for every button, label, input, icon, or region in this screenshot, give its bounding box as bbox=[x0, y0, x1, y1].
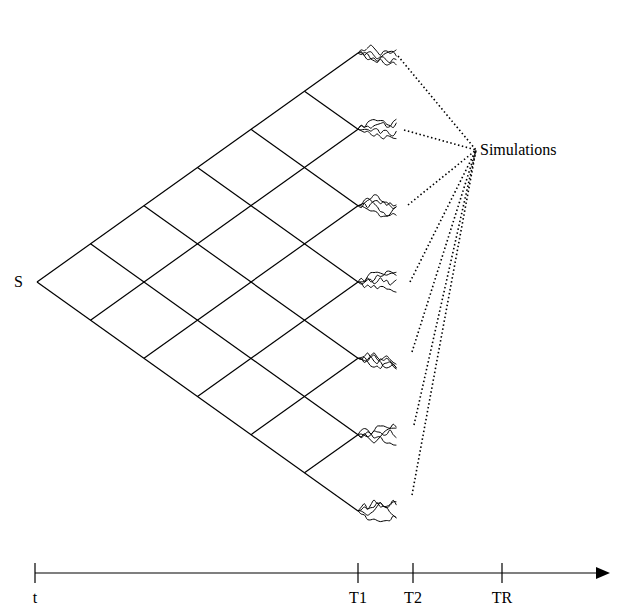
simulation-path bbox=[358, 500, 396, 511]
simulation-path bbox=[358, 119, 396, 129]
simulation-path bbox=[358, 51, 396, 61]
simulation-path bbox=[358, 195, 396, 209]
simulation-path bbox=[358, 278, 396, 285]
axis-label: t bbox=[33, 589, 37, 607]
root-label: S bbox=[14, 273, 23, 291]
simulation-path bbox=[358, 424, 396, 434]
leader-lines bbox=[398, 56, 476, 495]
leader-line bbox=[398, 56, 476, 150]
simulation-path bbox=[358, 353, 396, 364]
binomial-lattice bbox=[37, 53, 358, 511]
simulation-path bbox=[358, 52, 396, 63]
lattice-line bbox=[198, 168, 359, 283]
lattice-line bbox=[251, 358, 358, 434]
axis-label: T1 bbox=[349, 589, 367, 607]
simulation-path bbox=[358, 45, 396, 55]
simulation-path bbox=[358, 271, 396, 282]
leader-line bbox=[410, 150, 476, 282]
leader-line bbox=[412, 150, 476, 495]
axis-tick bbox=[357, 563, 358, 583]
time-axis bbox=[35, 563, 610, 583]
lattice-line bbox=[37, 53, 358, 282]
lattice-line bbox=[305, 91, 359, 129]
simulation-path bbox=[358, 198, 396, 216]
axis-tick bbox=[501, 563, 502, 583]
simulation-path bbox=[358, 272, 396, 282]
simulation-path bbox=[358, 432, 396, 445]
lattice-line bbox=[91, 129, 359, 320]
leader-line bbox=[408, 150, 476, 205]
simulation-paths bbox=[358, 45, 396, 521]
axis-line bbox=[35, 572, 598, 573]
lattice-line bbox=[251, 129, 358, 205]
lattice-line bbox=[144, 206, 358, 359]
axis-arrowhead bbox=[596, 567, 610, 579]
simulation-path bbox=[358, 206, 396, 217]
leader-line bbox=[414, 150, 476, 425]
axis-tick bbox=[34, 563, 35, 583]
simulation-path bbox=[358, 282, 396, 292]
axis-label: TR bbox=[492, 589, 512, 607]
callout-label: Simulations bbox=[480, 141, 556, 159]
simulation-path bbox=[358, 120, 396, 130]
lattice-line bbox=[305, 435, 359, 473]
simulation-path bbox=[358, 53, 396, 66]
simulation-path bbox=[358, 129, 396, 139]
lattice-line bbox=[91, 244, 359, 435]
axis-tick bbox=[412, 563, 413, 583]
axis-label: T2 bbox=[404, 589, 422, 607]
lattice-line bbox=[37, 282, 358, 511]
simulation-path bbox=[358, 353, 396, 368]
leader-line bbox=[404, 130, 476, 150]
lattice-line bbox=[198, 282, 359, 397]
lattice-line bbox=[144, 206, 358, 359]
